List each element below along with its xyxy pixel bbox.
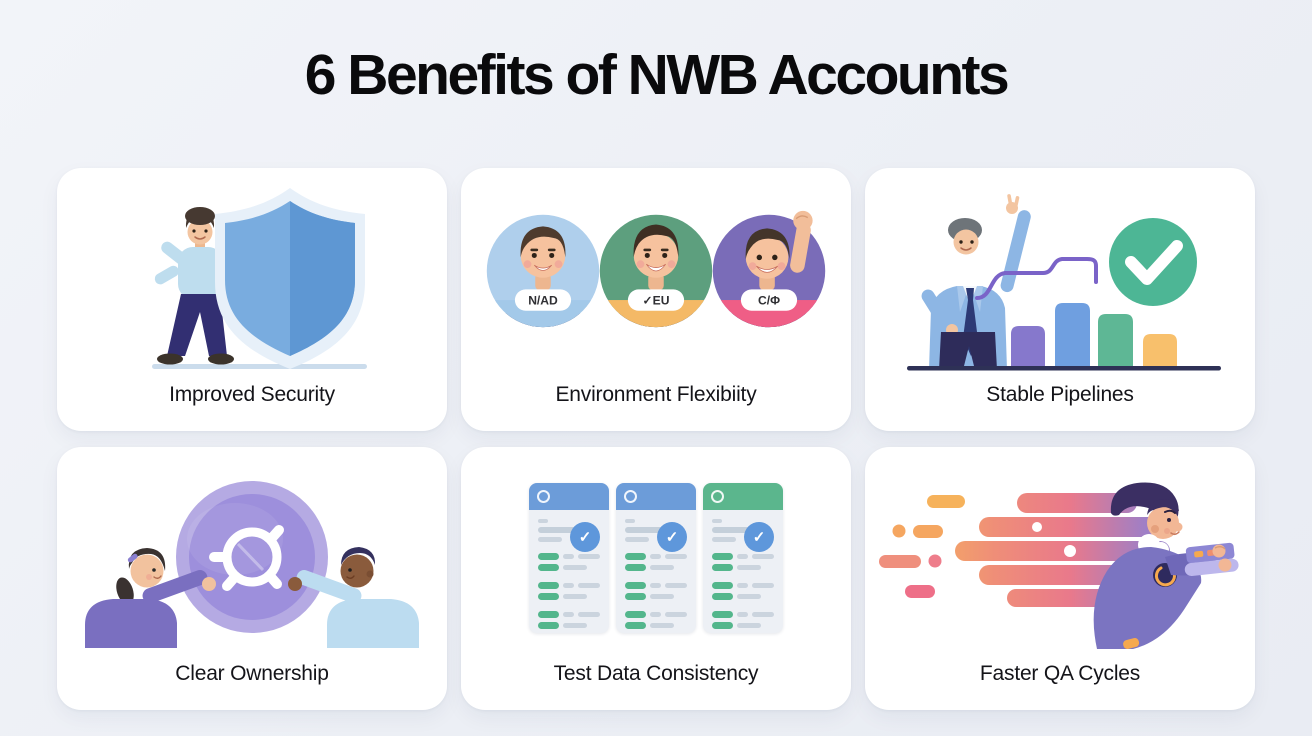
ownership-illustration: [57, 447, 447, 658]
checkmark-icon: [1109, 218, 1197, 306]
card-stable-pipelines: Stable Pipelines: [865, 168, 1255, 431]
doc-avatar-dot: [537, 489, 550, 503]
env-tag: C/Φ: [758, 293, 780, 307]
ground-shadow: [152, 364, 367, 369]
env-tag-pill: [740, 289, 798, 311]
man-figure: [288, 547, 419, 658]
env-tag-pill: [514, 289, 572, 311]
shield-icon: [215, 188, 365, 369]
man-with-shield-graphic: [152, 188, 367, 369]
card-label: Environment Flexibiity: [555, 383, 757, 406]
env-tag-pill: [627, 289, 685, 311]
env-tag: ✓EU: [643, 293, 670, 307]
woman-figure: [85, 548, 216, 658]
card-label: Clear Ownership: [175, 662, 329, 685]
card-label: Test Data Consistency: [553, 662, 759, 685]
checklists-illustration: ✓ ✓: [461, 447, 851, 658]
avatars-illustration: N/AD: [461, 168, 851, 379]
card-label: Stable Pipelines: [986, 383, 1134, 406]
doc-avatar-dot: [624, 489, 637, 503]
card-improved-security: Improved Security: [57, 168, 447, 431]
check-icon: ✓: [657, 521, 687, 552]
card-clear-ownership: Clear Ownership: [57, 447, 447, 710]
checklist-document: ✓: [529, 482, 609, 633]
check-icon: ✓: [570, 521, 600, 552]
card-label: Faster QA Cycles: [979, 662, 1141, 685]
pipelines-illustration: [865, 168, 1255, 379]
doc-avatar-dot: [711, 489, 724, 503]
pipeline-step-line: [975, 257, 1098, 300]
page-title: 6 Benefits of NWB Accounts: [304, 43, 1010, 107]
bars: [1011, 303, 1177, 367]
runner-figure: [1093, 482, 1239, 649]
checklist-document: ✓: [703, 482, 783, 633]
check-icon: ✓: [744, 521, 774, 552]
avatar-eu: ✓EU: [593, 207, 719, 338]
env-tag: N/AD: [528, 293, 558, 307]
security-illustration: [57, 168, 447, 379]
avatar-dev: N/AD: [480, 207, 606, 338]
person-figure: [921, 194, 1031, 370]
baseline: [907, 366, 1221, 371]
dashing-person-graphic: [879, 482, 1239, 649]
raised-fist: [790, 210, 813, 273]
benefits-grid: Improved Security: [57, 168, 1255, 710]
card-environment-flexibility: N/AD: [461, 168, 851, 431]
person-figure: [154, 207, 241, 365]
checklist-document: ✓: [616, 482, 696, 633]
speed-illustration: [865, 447, 1255, 658]
bar-chart-graphic: [907, 194, 1221, 371]
ownership-badge-icon: [176, 481, 328, 633]
shared-badge-graphic: [85, 481, 419, 658]
card-test-data-consistency: ✓ ✓: [461, 447, 851, 710]
device-icon: [1184, 542, 1239, 577]
card-faster-qa-cycles: Faster QA Cycles: [865, 447, 1255, 710]
avatar-ci: C/Φ: [706, 207, 832, 338]
card-label: Improved Security: [169, 383, 335, 406]
